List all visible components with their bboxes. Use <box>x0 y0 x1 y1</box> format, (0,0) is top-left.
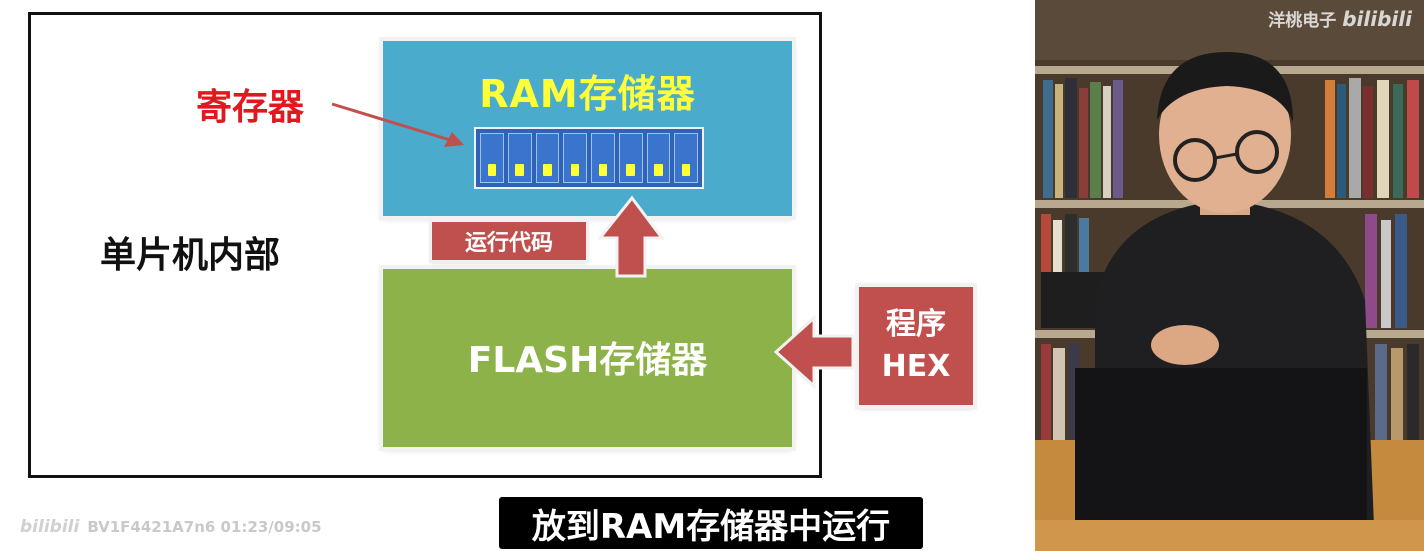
register-cell-level <box>570 164 580 176</box>
arrows-layer <box>331 102 855 390</box>
flash-storage-box: FLASH存储器 <box>383 269 792 447</box>
channel-name: 洋桃电子 <box>1268 11 1337 31</box>
register-cell-level <box>626 164 635 176</box>
presenter-scene <box>1035 0 1424 551</box>
flash-storage-title: FLASH存储器 <box>467 340 708 381</box>
left-arrow <box>773 314 855 390</box>
channel-watermark: 洋桃电子 bilibili <box>1268 6 1412 32</box>
ram-storage-box: RAM存储器 <box>383 41 792 216</box>
ram-storage-title: RAM存储器 <box>479 72 696 116</box>
register-cell <box>591 133 615 183</box>
register-cell-level <box>487 164 497 176</box>
glasses-icon <box>1173 130 1279 182</box>
register-cell <box>674 133 698 183</box>
presenter-face <box>1159 57 1291 213</box>
register-cell-level <box>598 164 608 176</box>
register-cell-level <box>681 164 691 176</box>
register-cell-level <box>654 164 663 176</box>
video-id-watermark: bilibili BV1F4421A7n6 01:23/09:05 <box>20 517 322 537</box>
program-hex-box: 程序 HEX <box>859 287 973 405</box>
presenter-camera-panel: 洋桃电子 bilibili <box>1035 0 1424 551</box>
bilibili-logo-icon: bilibili <box>1342 6 1412 31</box>
video-id-time: BV1F4421A7n6 01:23/09:05 <box>87 518 322 536</box>
video-subtitle: 放到RAM存储器中运行 <box>499 497 923 549</box>
program-hex-line2: HEX <box>881 349 951 384</box>
register-array <box>474 127 704 189</box>
register-cell <box>646 133 671 183</box>
register-cell-level <box>515 164 524 176</box>
register-pointer-arrow <box>331 102 464 147</box>
register-cell-level <box>543 164 552 176</box>
register-cell <box>535 133 560 183</box>
register-label: 寄存器 <box>196 87 305 128</box>
register-cell <box>507 133 532 183</box>
program-hex-line1: 程序 <box>886 307 946 342</box>
run-code-tag: 运行代码 <box>432 222 586 260</box>
laptop <box>1075 368 1367 520</box>
register-cell <box>618 133 643 183</box>
up-arrow <box>596 195 665 278</box>
bilibili-logo-icon: bilibili <box>20 517 80 537</box>
mcu-internal-label: 单片机内部 <box>100 235 281 276</box>
register-cell <box>563 133 587 183</box>
register-cell <box>480 133 504 183</box>
